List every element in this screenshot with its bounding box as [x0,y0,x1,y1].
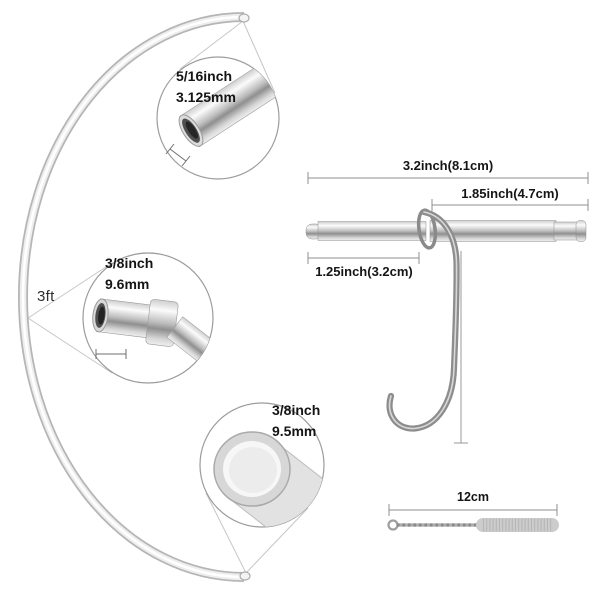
callout-bottom-photo [213,431,324,527]
callout-middle-size-inch: 3/8inch [105,255,154,271]
callout-circle-top [156,56,280,180]
tube-highlight [21,15,245,579]
callout-bottom-size-inch: 3/8inch [272,402,321,418]
callout-circle-middle [82,252,214,384]
callout-top-size-mm: 3.125mm [176,89,236,105]
callout-middle-size-mm: 9.6mm [105,276,150,292]
leader-bottom-left [205,492,247,574]
cleaning-brush [387,504,559,532]
leader-top-right [242,20,276,94]
callout-top-size-inch: 5/16inch [176,68,233,84]
callout-top-text: 5/16inch 3.125mm [176,66,236,108]
brush-dimension-line [388,504,558,516]
hook-wire-highlight [388,211,458,430]
pump-rod [305,220,587,242]
pump-dimension-lines [307,172,589,264]
dim-overall-label: 3.2inch(8.1cm) [402,158,494,173]
tube-end-bottom [239,571,251,581]
callout-middle-caliper [95,349,127,359]
callout-bottom-size-mm: 9.5mm [272,423,317,439]
dim-left-label: 1.25inch(3.2cm) [315,264,413,279]
tube-length-label: 3ft [37,288,55,305]
tube-end-top [238,13,250,23]
callout-leader-lines [27,20,309,574]
pump-assembly [305,172,589,444]
callout-middle-text: 3/8inch 9.6mm [105,253,153,295]
clear-tube-arc [18,12,251,582]
leader-top-left [179,20,244,70]
brush-length-label: 12cm [457,490,489,504]
callout-top-caliper [165,143,191,167]
callout-middle-photo [92,298,213,381]
leader-middle-lower [27,317,113,374]
dim-right-label: 1.85inch(4.7cm) [461,186,559,201]
leader-bottom-right [245,507,309,574]
leader-middle-upper [27,262,113,319]
pump-hook [386,208,460,432]
brush-handle-loop [387,519,399,531]
hook-dimension-line [454,251,468,444]
callout-bottom-text: 3/8inch 9.5mm [272,400,320,442]
callout-top-photo [178,61,279,148]
